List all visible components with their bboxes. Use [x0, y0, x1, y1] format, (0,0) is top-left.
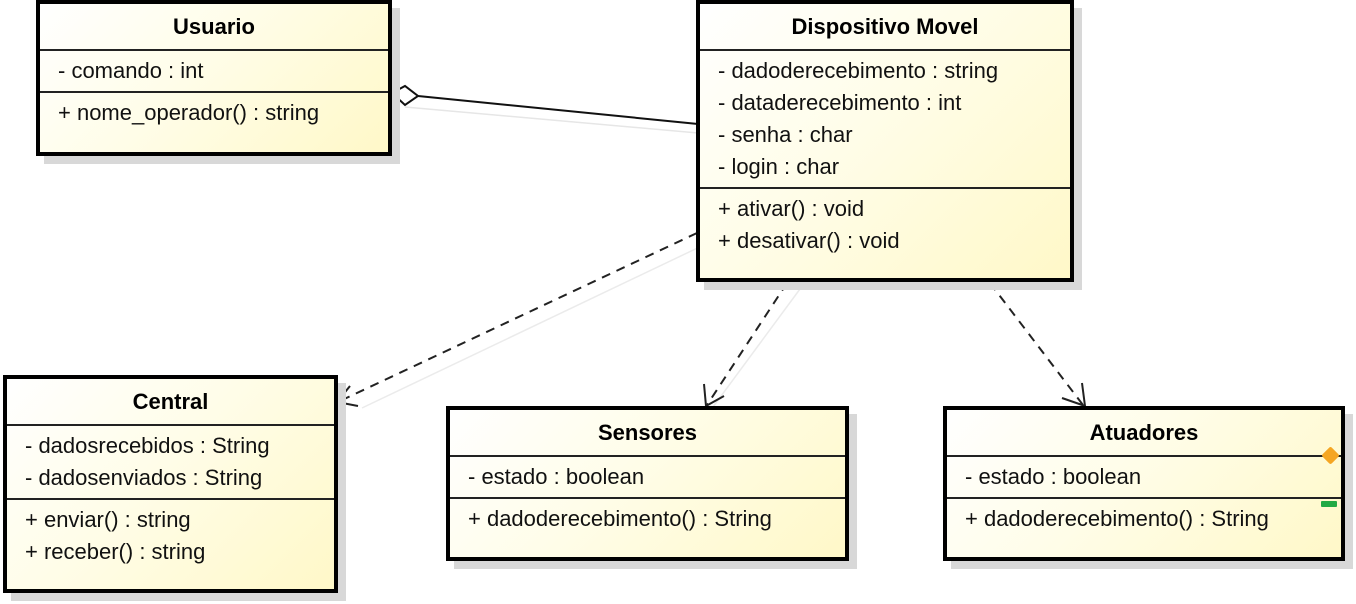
dependency-line[interactable]	[706, 282, 788, 406]
attributes-compartment: - estado : boolean	[947, 457, 1341, 499]
attributes-compartment: - comando : int	[40, 51, 388, 93]
dependency-central[interactable]	[335, 232, 698, 407]
method[interactable]: + dadoderecebimento() : String	[965, 506, 1269, 531]
aggregation-usuario-dispositivo[interactable]	[390, 84, 699, 125]
methods-compartment: + dadoderecebimento() : String	[947, 499, 1341, 539]
class-usuario[interactable]: Usuario - comando : int + nome_operador(…	[36, 0, 392, 156]
ghost-line	[404, 106, 699, 134]
aggregation-diamond-icon	[390, 84, 420, 107]
methods-compartment: + enviar() : string + receber() : string	[7, 500, 334, 572]
class-name: Atuadores	[947, 410, 1341, 457]
class-central[interactable]: Central - dadosrecebidos : String - dado…	[3, 375, 338, 593]
open-arrowhead-icon	[703, 383, 725, 408]
attribute[interactable]: - dadoderecebimento : string	[718, 58, 999, 83]
class-name: Sensores	[450, 410, 845, 457]
attribute[interactable]: - estado : boolean	[468, 464, 645, 489]
attribute[interactable]: - dadosrecebidos : String	[25, 433, 270, 458]
dependency-sensores[interactable]	[703, 282, 788, 408]
class-dispositivo-movel[interactable]: Dispositivo Movel - dadoderecebimento : …	[696, 0, 1074, 282]
attributes-compartment: - estado : boolean	[450, 457, 845, 499]
ghost-line	[712, 288, 801, 408]
class-name: Usuario	[40, 4, 388, 51]
open-arrowhead-icon	[335, 385, 359, 407]
methods-compartment: + nome_operador() : string	[40, 93, 388, 133]
add-method-bar-icon[interactable]	[1321, 501, 1337, 507]
class-atuadores[interactable]: Atuadores - estado : boolean + dadoderec…	[943, 406, 1345, 561]
dependency-line[interactable]	[989, 282, 1084, 406]
methods-compartment: + ativar() : void + desativar() : void	[700, 189, 1070, 261]
aggregation-line[interactable]	[417, 95, 699, 125]
method[interactable]: + ativar() : void	[718, 196, 865, 221]
class-sensores[interactable]: Sensores - estado : boolean + dadoderece…	[446, 406, 849, 561]
ghost-line	[361, 242, 709, 409]
attribute[interactable]: - dataderecebimento : int	[718, 90, 962, 115]
attribute[interactable]: - login : char	[718, 154, 840, 179]
method[interactable]: + dadoderecebimento() : String	[468, 506, 772, 531]
methods-compartment: + dadoderecebimento() : String	[450, 499, 845, 539]
method[interactable]: + enviar() : string	[25, 507, 191, 532]
open-arrowhead-icon	[1061, 382, 1087, 408]
class-name: Dispositivo Movel	[700, 4, 1070, 51]
method[interactable]: + receber() : string	[25, 539, 206, 564]
dependency-line[interactable]	[339, 232, 698, 402]
attribute[interactable]: - estado : boolean	[965, 464, 1142, 489]
attribute[interactable]: - senha : char	[718, 122, 853, 147]
class-name: Central	[7, 379, 334, 426]
dependency-atuadores[interactable]	[989, 282, 1087, 408]
attribute[interactable]: - dadosenviados : String	[25, 465, 263, 490]
attributes-compartment: - dadoderecebimento : string - dataderec…	[700, 51, 1070, 189]
attribute[interactable]: - comando : int	[58, 58, 204, 83]
method[interactable]: + nome_operador() : string	[58, 100, 320, 125]
attributes-compartment: - dadosrecebidos : String - dadosenviado…	[7, 426, 334, 500]
method[interactable]: + desativar() : void	[718, 228, 900, 253]
